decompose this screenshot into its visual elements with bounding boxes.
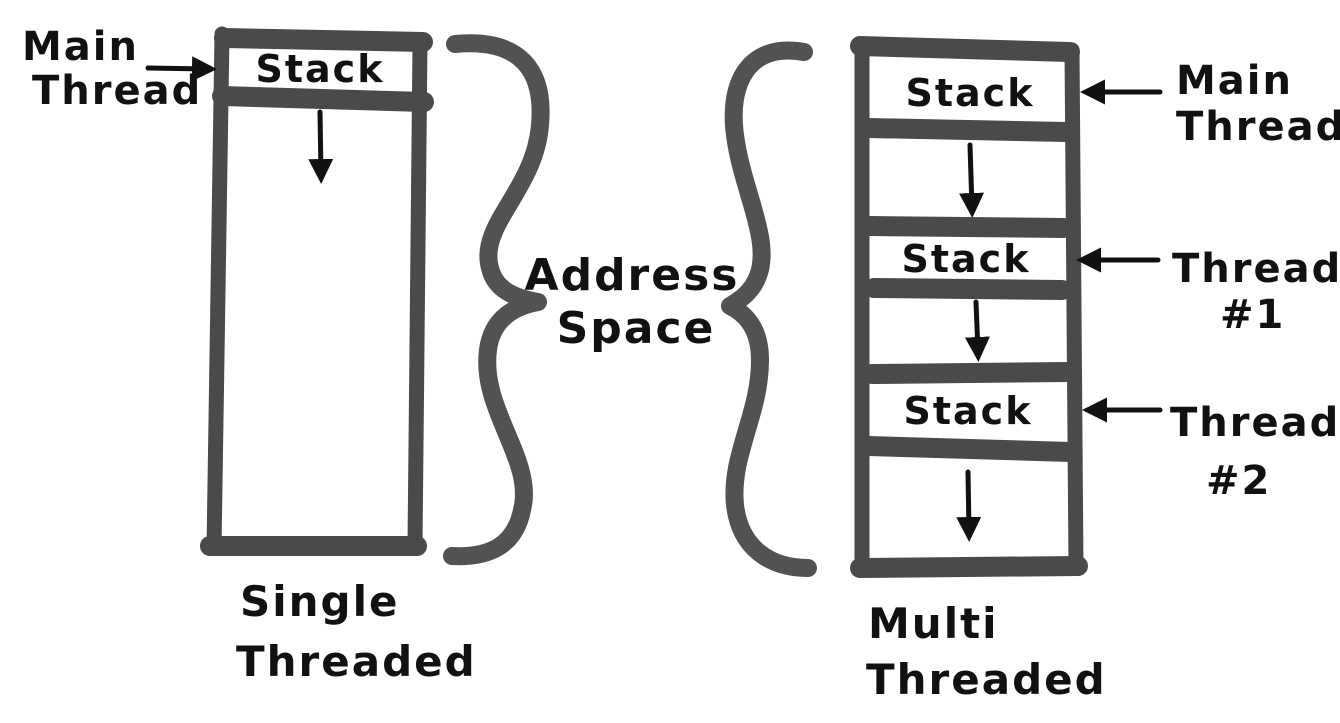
multi-bottom-bar — [850, 556, 1088, 578]
multi-caption-line1: Multi — [868, 599, 999, 648]
multi-stack-label-thread-1: Stack — [902, 237, 1031, 281]
right-curly-brace — [721, 41, 817, 577]
multi-caption-line2: Threaded — [866, 655, 1107, 704]
single-main-thread-label-line1: Main — [22, 24, 139, 70]
multi-divider-3 — [864, 278, 1072, 300]
multi-divider-5 — [858, 436, 1080, 462]
multi-top-bar — [850, 36, 1080, 62]
single-main-thread-label-line2: Thread — [32, 68, 202, 114]
thread-1-label-line2: #1 — [1220, 292, 1285, 338]
multi-divider-2 — [860, 216, 1074, 238]
address-space-label-line2: Space — [557, 303, 716, 354]
multi-divider-1 — [858, 118, 1076, 142]
single-stack-growth-arrow — [308, 109, 334, 184]
multi-main-thread-label-line2: Thread — [1176, 104, 1340, 150]
address-space-label-line1: Address — [525, 250, 740, 301]
single-top-bar — [214, 28, 433, 52]
multi-stack-growth-arrow-main — [959, 142, 985, 218]
multi-threaded-address-space: Stack Main Thread Stack Thread #1 Stack … — [850, 36, 1340, 704]
multi-stack-growth-arrow-thread-1 — [964, 299, 990, 362]
single-stack-label: Stack — [256, 47, 385, 91]
left-curly-brace — [443, 34, 550, 566]
single-caption-line1: Single — [240, 577, 400, 626]
single-right-wall — [407, 34, 428, 554]
single-main-thread-arrow — [145, 56, 217, 82]
thread-2-label-line1: Thread — [1170, 400, 1340, 446]
multi-stack-label-main: Stack — [906, 71, 1035, 115]
thread-2-label-line2: #2 — [1206, 458, 1271, 504]
single-left-wall — [206, 26, 230, 556]
multi-stack-growth-arrow-thread-2 — [956, 469, 982, 542]
thread-1-label-line1: Thread — [1172, 246, 1340, 292]
single-caption-line2: Threaded — [236, 637, 477, 686]
multi-stack-label-thread-2: Stack — [904, 389, 1033, 433]
single-threaded-address-space: Stack Main Thread Single Threaded — [22, 24, 477, 686]
multi-divider-4 — [862, 362, 1078, 384]
multi-main-thread-label-line1: Main — [1176, 58, 1293, 104]
single-stack-divider — [212, 86, 434, 112]
